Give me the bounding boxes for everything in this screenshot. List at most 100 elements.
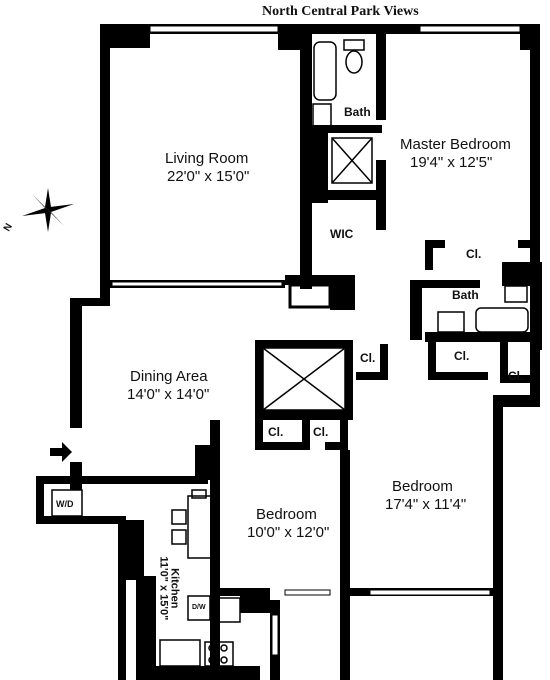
cl-small-bottom [356,372,388,380]
wic-right-wall [376,160,386,230]
bathtub-1 [313,41,337,101]
bedroom-2-dims: 17'4" x 11'4" [385,496,467,513]
wd-label: W/D [56,499,74,509]
master-closet-top-right [518,240,538,248]
wic-label: WIC [330,227,354,241]
bath-1-label: Bath [344,105,371,119]
cl-b-bottom [325,442,348,450]
right-wall-step [530,340,540,400]
kitchen-sink [213,597,241,623]
kitchen-top-wall [36,516,122,524]
bedroom2-right-wall [493,395,503,680]
sink-1 [312,103,332,129]
closet-a-label: Cl. [268,425,284,439]
master-closet-top-left [425,240,445,248]
cl-b-right [340,420,348,450]
bedroom2-window [369,589,491,596]
washer-dryer [51,489,83,517]
bath2-top-wall [410,280,480,288]
bedroom3-right-wall [340,450,350,680]
living-bottom-stub [100,289,110,299]
dw-label: D/W [192,604,206,611]
toilet-bowl-1 [345,50,363,74]
living-south-rail [111,281,283,287]
dining-left-wall [70,298,82,428]
dining-area-dims: 14'0" x 14'0" [127,386,210,403]
dining-area-name: Dining Area [130,368,208,385]
right-wall-mid [530,280,542,350]
shaft-left-wall [255,340,263,420]
dining-top-left [70,298,110,306]
shaft-top-wall [255,340,350,348]
kitchen-window [271,614,279,656]
closet-bath2-label: Cl. [454,349,470,363]
stove [204,641,234,667]
shower-stall [331,137,373,184]
top-wall [100,24,540,34]
kitchen-bottom-wall [150,666,260,680]
wd-top-wall [36,476,122,484]
bedroom3-bottom-wall [220,588,270,596]
dining-table [187,495,213,559]
closet2-left-wall [428,342,436,378]
walls [36,24,542,680]
chair-1 [171,509,187,525]
master-closet-left [425,240,433,270]
living-room-name: Living Room [165,150,249,167]
closet-hall-label: Cl. [360,351,376,365]
shower-left-wall [312,133,328,203]
bedroom-3-name: Bedroom [256,506,317,523]
bedroom-2-name: Bedroom [392,478,453,495]
master-bedroom-name: Master Bedroom [400,136,511,153]
kitchen-left-wall [118,516,126,680]
compass-icon [22,188,74,232]
bath-column-wall [300,34,312,289]
toilet-2 [504,285,528,303]
wd-left-wall [36,476,44,524]
master-window [419,25,521,33]
bedroom-3-dims: 10'0" x 12'0" [247,524,330,541]
bath2-left-wall [410,280,422,340]
fridge [159,639,201,667]
elevator-shaft [262,347,346,411]
bath2-bottom-wall [425,332,530,342]
closet2-bottom-wall [428,372,488,380]
closet-master-label: Cl. [466,247,482,261]
closet-b-label: Cl. [313,425,329,439]
closet3-bottom [500,375,530,383]
cl-a-bottom [255,442,305,450]
living-room-dims: 22'0" x 15'0" [167,168,250,185]
living-left-wall [100,24,110,289]
living-closet-box [288,283,332,309]
closet-top-wall [285,275,355,285]
closet-block [330,275,355,310]
windows [111,25,521,656]
entry-arrow-icon [50,442,72,462]
dining-bottom-wall [118,476,208,484]
fixtures [51,39,529,667]
chair-2 [171,529,187,545]
living-window [149,25,279,33]
bedroom3-corner [195,445,220,480]
bedroom3-left-wall [210,420,220,680]
bath-2-label: Bath [452,288,479,302]
shower-bottom-wall [312,190,382,200]
cl-small-wall [380,344,388,380]
right-wall-jog [495,395,540,407]
master-bedroom-dims: 19'4" x 12'5" [410,154,493,171]
bathtub-2 [475,307,529,333]
closet3-left-wall [500,342,508,382]
bedroom3-window [284,589,331,596]
bath-bottom-wall [312,125,382,133]
kitchen-counter-left [126,520,144,580]
cl-divider [302,420,310,450]
shaft-right-wall [345,340,353,420]
closet-right-label: Cl. [508,369,524,383]
chair-3 [191,489,207,499]
dishwasher [187,595,211,621]
bedroom3-bottom-corner [240,595,270,613]
living-corner-tl [110,34,150,48]
shaft-bottom-wall [255,410,350,420]
kitchen-left-lower [136,576,156,680]
